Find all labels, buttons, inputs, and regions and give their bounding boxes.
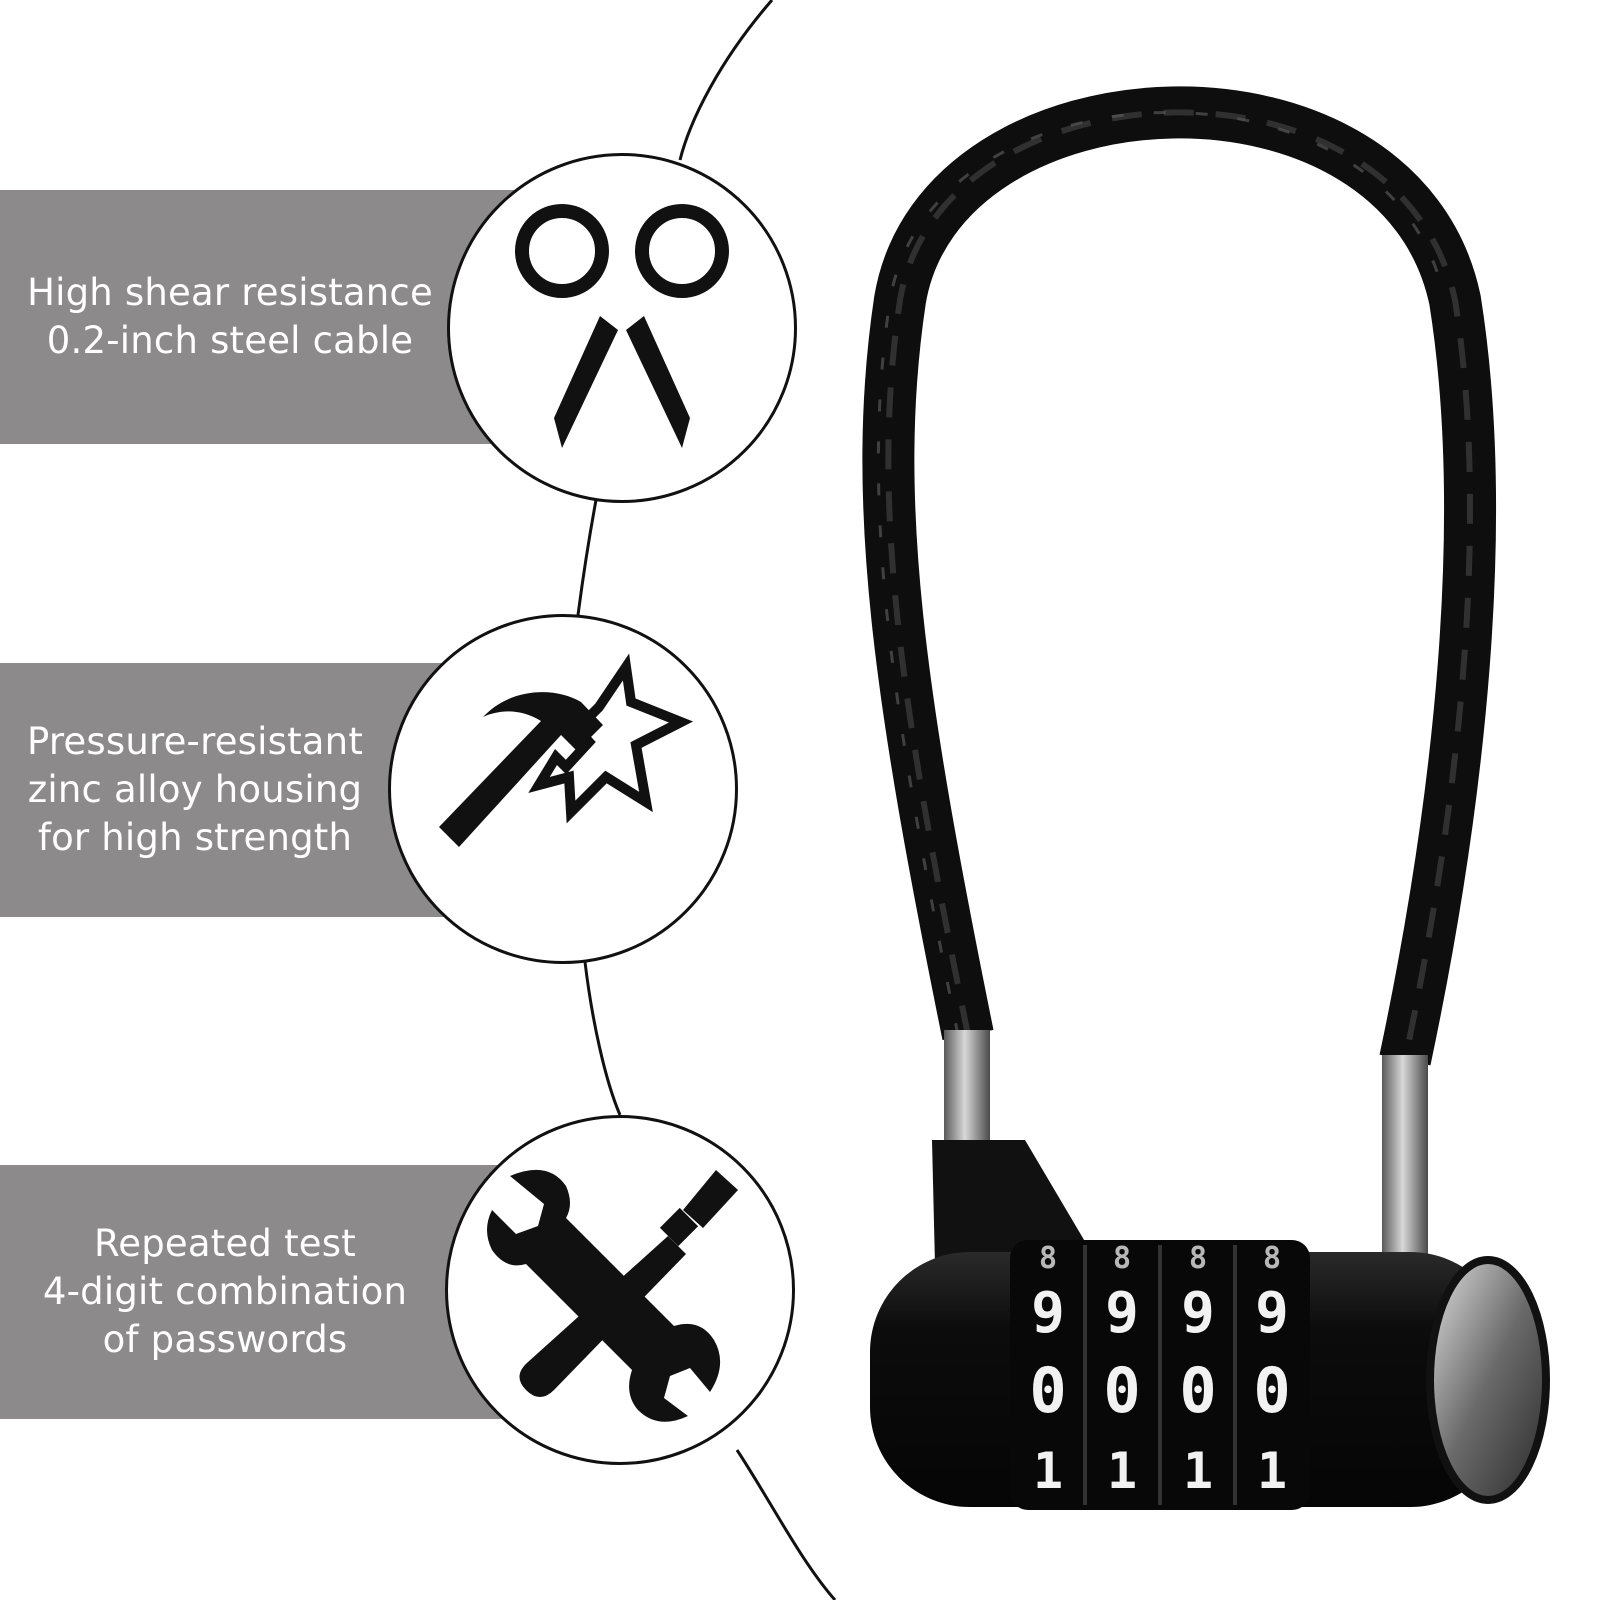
feature-text-cable: High shear resistance 0.2-inch steel cab… (27, 271, 433, 362)
tools-badge (445, 1115, 795, 1465)
dial-digit: 1 (1257, 1442, 1287, 1500)
feature-text-housing: Pressure-resistant zinc alloy housing fo… (26, 720, 364, 859)
dial-digit: 1 (1107, 1442, 1137, 1500)
dial-digit: 0 (1029, 1354, 1066, 1427)
dial-digit: 0 (1179, 1354, 1216, 1427)
dial-digit: 9 (1105, 1281, 1139, 1346)
combination-dials (1010, 1240, 1310, 1510)
wrench-screwdriver-icon (487, 1169, 738, 1422)
feature-band-combination: Repeated test 4-digit combination of pas… (0, 1165, 560, 1419)
feature-text-combination: Repeated test 4-digit combination of pas… (42, 1222, 408, 1361)
hammer-impact-icon (439, 653, 694, 847)
lock-bracket (932, 1140, 1090, 1265)
dial-digit: 0 (1103, 1354, 1140, 1427)
dial-digit: 0 (1253, 1354, 1290, 1427)
dial-digit: 1 (1033, 1442, 1063, 1500)
scissors-icon (515, 204, 729, 448)
hammer-badge (388, 614, 738, 964)
dial-digit: 1 (1183, 1442, 1213, 1500)
dial-digit: 8 (1263, 1241, 1281, 1276)
dial-digit: 9 (1255, 1281, 1289, 1346)
dial-digit: 8 (1039, 1241, 1057, 1276)
steel-cable (862, 86, 1497, 1066)
cable-ferrule-left (944, 1030, 990, 1160)
dial-digit: 9 (1181, 1281, 1215, 1346)
dial-digit: 8 (1189, 1241, 1207, 1276)
dial-digit: 8 (1113, 1241, 1131, 1276)
scissors-badge (447, 153, 797, 503)
dial-digit: 9 (1031, 1281, 1065, 1346)
cable-ferrule-right (1382, 1055, 1428, 1285)
lock-end-cap (1426, 1256, 1550, 1504)
